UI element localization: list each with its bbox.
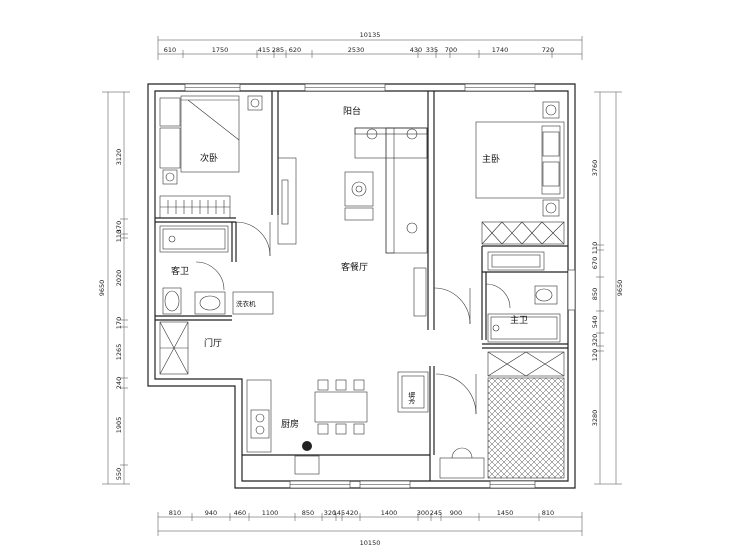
sofa — [354, 127, 428, 254]
bottom-dim-5: 850 — [302, 509, 314, 517]
bottom-dimensions: 810 940 460 1100 850 320 145 420 1400 30… — [157, 509, 583, 547]
entrance-cabinet — [159, 321, 189, 375]
bottom-dim-8: 420 — [346, 509, 358, 517]
right-dim-1: 3760 — [591, 160, 599, 177]
interior-walls — [155, 91, 568, 481]
top-dim-9: 700 — [445, 46, 457, 54]
left-dim-8: 1905 — [115, 417, 123, 434]
top-dim-2: 1750 — [212, 46, 229, 54]
top-dim-5: 620 — [289, 46, 301, 54]
master-bedroom-doors — [433, 287, 471, 325]
left-dim-7: 240 — [115, 377, 123, 389]
bottom-dim-4: 1100 — [262, 509, 279, 517]
dining-table — [314, 379, 368, 435]
top-dim-7: 430 — [410, 46, 422, 54]
master-bed — [475, 101, 565, 217]
kitchen-counter — [246, 379, 320, 475]
master-bath-fixtures — [485, 251, 561, 343]
second-bedroom-door — [235, 221, 271, 257]
bottom-dim-14: 810 — [542, 509, 554, 517]
left-dim-2: 370 — [115, 221, 123, 233]
left-dim-4: 2020 — [115, 270, 123, 287]
left-total-dim: 9650 — [98, 280, 106, 297]
right-dim-2: 110 — [591, 242, 599, 254]
bottom-dim-7: 145 — [333, 509, 345, 517]
bottom-dim-13: 1450 — [497, 509, 514, 517]
left-dim-5: 170 — [115, 317, 123, 329]
left-dimensions: 9650 3120 370 110 2020 170 1265 240 1905… — [98, 91, 130, 485]
top-dim-8: 335 — [426, 46, 438, 54]
coffee-table — [344, 171, 374, 221]
bottom-dim-3: 460 — [234, 509, 246, 517]
left-dim-6: 1265 — [115, 344, 123, 361]
room-label-master-bath: 主卫 — [510, 314, 528, 326]
room-label-master-bedroom: 主卧 — [482, 153, 500, 165]
room-label-kitchen: 厨房 — [281, 418, 299, 430]
tv-cabinet — [277, 157, 297, 245]
room-label-guest-bath: 客卫 — [171, 265, 189, 277]
right-dim-8: 3280 — [591, 410, 599, 427]
bottom-dim-12: 900 — [450, 509, 462, 517]
top-dim-3: 415 — [258, 46, 270, 54]
left-dim-9: 550 — [115, 468, 123, 480]
top-dim-1: 610 — [164, 46, 176, 54]
bottom-dim-2: 940 — [205, 509, 217, 517]
room-label-entrance: 门厅 — [204, 337, 222, 349]
bottom-total-dim: 10150 — [360, 539, 381, 547]
bottom-dim-9: 1400 — [381, 509, 398, 517]
top-total-dim: 10135 — [360, 31, 381, 39]
left-dim-1: 3120 — [115, 149, 123, 166]
washer-label: 洗衣机 — [236, 299, 256, 308]
right-dim-4: 850 — [591, 288, 599, 300]
side-cabinet — [413, 267, 427, 317]
top-dim-4: 285 — [272, 46, 284, 54]
second-bedroom-wardrobe — [159, 195, 231, 219]
right-total-dim: 9650 — [616, 280, 624, 297]
master-wardrobe — [481, 221, 565, 245]
right-dim-6: 320 — [591, 334, 599, 346]
outer-walls — [147, 83, 576, 489]
room-label-second-bedroom: 次卧 — [200, 152, 218, 164]
right-dim-7: 120 — [591, 349, 599, 361]
second-bedroom-bed — [159, 95, 263, 185]
room-label-living-dining: 客餐厅 — [341, 261, 368, 273]
room-label-balcony: 阳台 — [343, 105, 361, 117]
right-dimensions: 3760 110 670 850 540 320 120 3280 9650 — [591, 91, 624, 485]
fridge-label: 冰箱 — [407, 391, 416, 405]
right-dim-3: 670 — [591, 257, 599, 269]
bottom-dim-10: 300 — [417, 509, 429, 517]
guest-bath-fixtures — [159, 225, 229, 315]
hatched-room — [435, 351, 565, 479]
right-dim-5: 540 — [591, 316, 599, 328]
bottom-dim-6: 320 — [324, 509, 336, 517]
top-dim-11: 720 — [542, 46, 554, 54]
top-dimensions: 10135 610 1750 415 285 620 2530 430 335 … — [157, 31, 583, 60]
fridge — [397, 371, 429, 413]
left-dim-3: 110 — [115, 230, 123, 242]
top-dim-6: 2530 — [348, 46, 365, 54]
bottom-dim-11: 245 — [430, 509, 442, 517]
washer-area — [232, 291, 274, 315]
top-dim-10: 1740 — [492, 46, 509, 54]
bottom-dim-1: 810 — [169, 509, 181, 517]
